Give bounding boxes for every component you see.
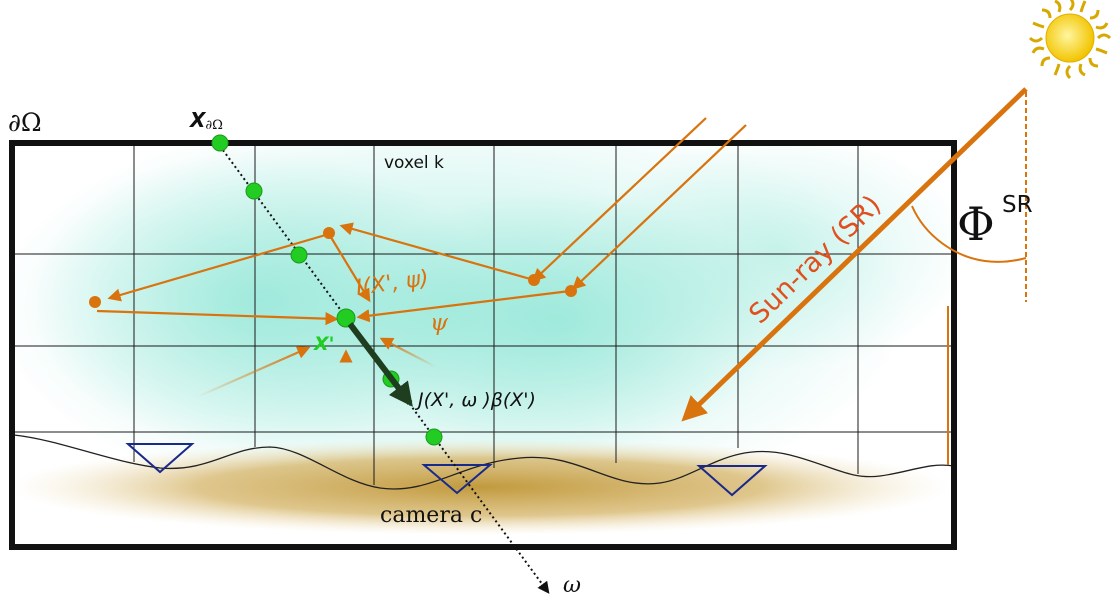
source-term-label: J(X', ω )β(X') bbox=[414, 389, 536, 411]
camera-label: camera c bbox=[380, 503, 482, 528]
camera-triangle-icon bbox=[125, 443, 195, 474]
angle-arc bbox=[911, 205, 1027, 263]
psi-label: ψ bbox=[430, 310, 449, 336]
terrain bbox=[12, 434, 954, 535]
cameras bbox=[125, 443, 768, 497]
boundary-point-label: X∂Ω bbox=[188, 108, 223, 133]
emission-arrow bbox=[347, 322, 413, 407]
voxel-label: voxel k bbox=[384, 153, 444, 173]
sun-ray-arrow bbox=[681, 87, 1028, 422]
terrain-line bbox=[13, 434, 954, 490]
x-prime-label: X' bbox=[313, 333, 334, 355]
scatter-points bbox=[89, 227, 577, 308]
sun-icon bbox=[1028, 0, 1112, 80]
phi-superscript: SR bbox=[1002, 192, 1033, 218]
domain-frame bbox=[9, 140, 957, 550]
omega-label: ω bbox=[563, 573, 581, 598]
camera-triangle-icon bbox=[421, 464, 493, 495]
incoming-radiance-arrows bbox=[196, 337, 437, 414]
boundary-label: ∂Ω bbox=[8, 108, 42, 137]
camera-triangle-icon bbox=[696, 465, 768, 497]
line-of-sight bbox=[216, 141, 550, 594]
scattering-paths bbox=[96, 117, 747, 326]
phi-label: Φ bbox=[957, 197, 995, 251]
medium-glow bbox=[12, 143, 954, 547]
